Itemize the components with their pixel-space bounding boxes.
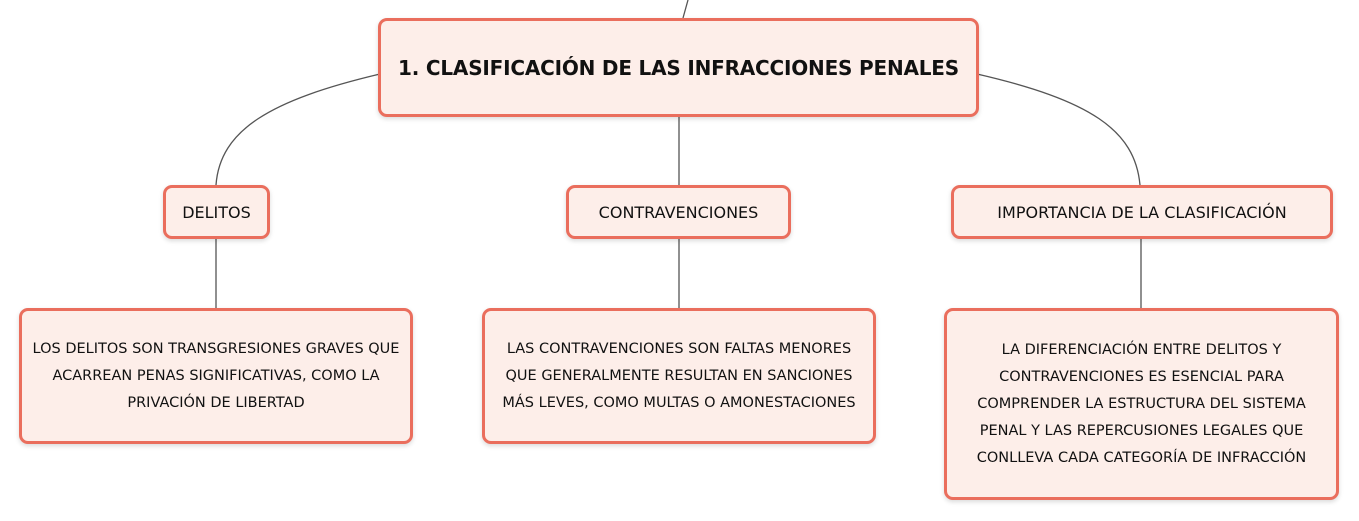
root-node[interactable]: 1. CLASIFICACIÓN DE LAS INFRACCIONES PEN…	[378, 18, 979, 117]
branch-node-contravenciones-label: CONTRAVENCIONES	[598, 202, 759, 222]
branch-node-delitos[interactable]: DELITOS	[163, 185, 270, 239]
edge-root-to-delitos	[215, 73, 381, 186]
branch-node-importancia-label: IMPORTANCIA DE LA CLASIFICACIÓN	[997, 202, 1287, 222]
edge-incoming-top	[682, 0, 689, 19]
detail-node-importancia[interactable]: LA DIFERENCIACIÓN ENTRE DELITOS Y CONTRA…	[944, 308, 1339, 500]
detail-node-delitos-text: LOS DELITOS SON TRANSGRESIONES GRAVES QU…	[32, 340, 400, 411]
detail-node-importancia-text: LA DIFERENCIACIÓN ENTRE DELITOS Y CONTRA…	[976, 341, 1307, 466]
detail-node-delitos[interactable]: LOS DELITOS SON TRANSGRESIONES GRAVES QU…	[19, 308, 413, 444]
detail-node-contravenciones-text: LAS CONTRAVENCIONES SON FALTAS MENORES Q…	[502, 340, 856, 411]
branch-node-importancia[interactable]: IMPORTANCIA DE LA CLASIFICACIÓN	[951, 185, 1333, 239]
branch-node-delitos-label: DELITOS	[182, 202, 251, 222]
branch-node-contravenciones[interactable]: CONTRAVENCIONES	[566, 185, 791, 239]
detail-node-contravenciones[interactable]: LAS CONTRAVENCIONES SON FALTAS MENORES Q…	[482, 308, 876, 444]
edge-root-to-importancia	[976, 73, 1141, 186]
root-node-label: 1. CLASIFICACIÓN DE LAS INFRACCIONES PEN…	[398, 55, 959, 80]
